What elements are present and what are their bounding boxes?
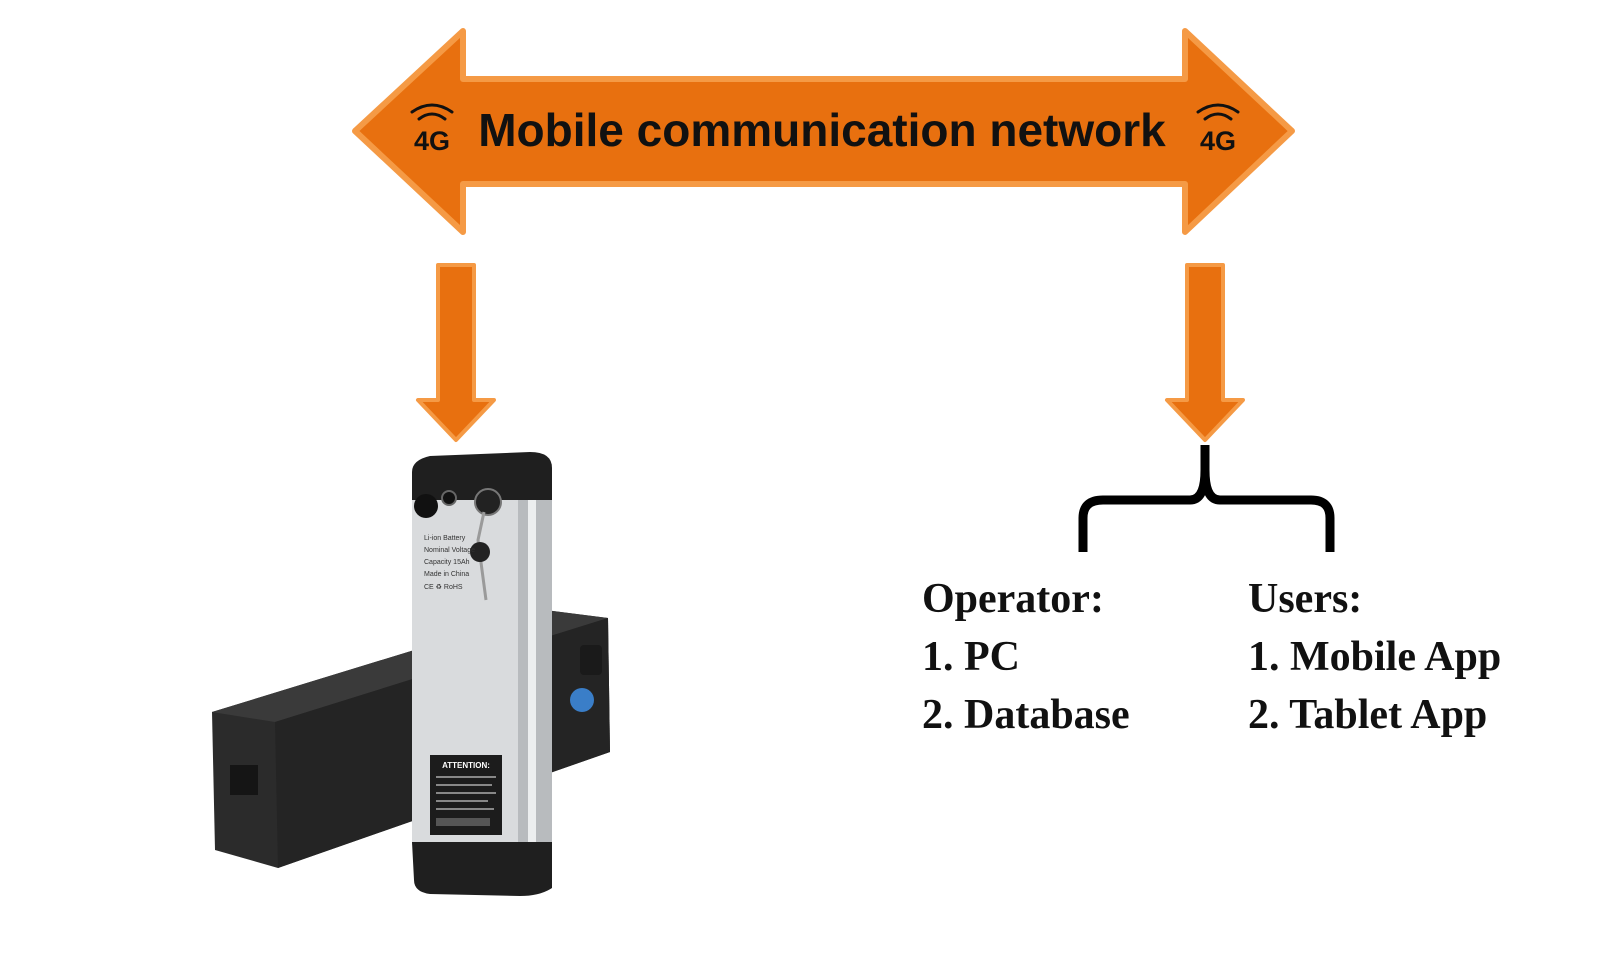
battery-label-line: Capacity 15Ah: [424, 559, 470, 566]
ebike-battery-image: Li-ion Battery Nominal Voltage Capacity …: [212, 452, 610, 896]
users-group: Users: 1. Mobile App 2. Tablet App: [1248, 570, 1501, 744]
connector-port: [230, 765, 258, 795]
down-arrow-battery: [416, 263, 496, 442]
battery-label-line: Made in China: [424, 571, 469, 578]
down-arrow-clients: [1165, 263, 1245, 442]
power-button: [570, 688, 594, 712]
4g-signal-icon: 4G: [1196, 103, 1240, 156]
network-title: Mobile communication network: [478, 104, 1166, 156]
operator-item: 1. PC: [922, 634, 1020, 680]
curly-brace: [1078, 445, 1335, 552]
4g-signal-icon: 4G: [410, 103, 454, 156]
battery-label: Li-ion Battery Nominal Voltage Capacity …: [424, 535, 475, 591]
operator-heading: Operator:: [922, 576, 1104, 622]
key-lock-icon: [474, 488, 502, 516]
network-double-arrow: [352, 28, 1295, 235]
4g-icon-label: 4G: [414, 126, 450, 156]
users-heading: Users:: [1248, 576, 1363, 622]
battery-label-line: Li-ion Battery: [424, 535, 466, 542]
battery-label-line: Nominal Voltage: [424, 547, 475, 554]
battery-pack-upright: Li-ion Battery Nominal Voltage Capacity …: [412, 452, 552, 896]
battery-label-line: CE ♻ RoHS: [424, 584, 463, 591]
users-item: 1. Mobile App: [1248, 634, 1502, 680]
4g-icon-label: 4G: [1200, 126, 1236, 156]
attention-heading: ATTENTION:: [442, 761, 490, 770]
operator-group: Operator: 1. PC 2. Database: [922, 570, 1130, 744]
users-item: 2. Tablet App: [1248, 692, 1488, 738]
operator-item: 2. Database: [922, 692, 1130, 738]
